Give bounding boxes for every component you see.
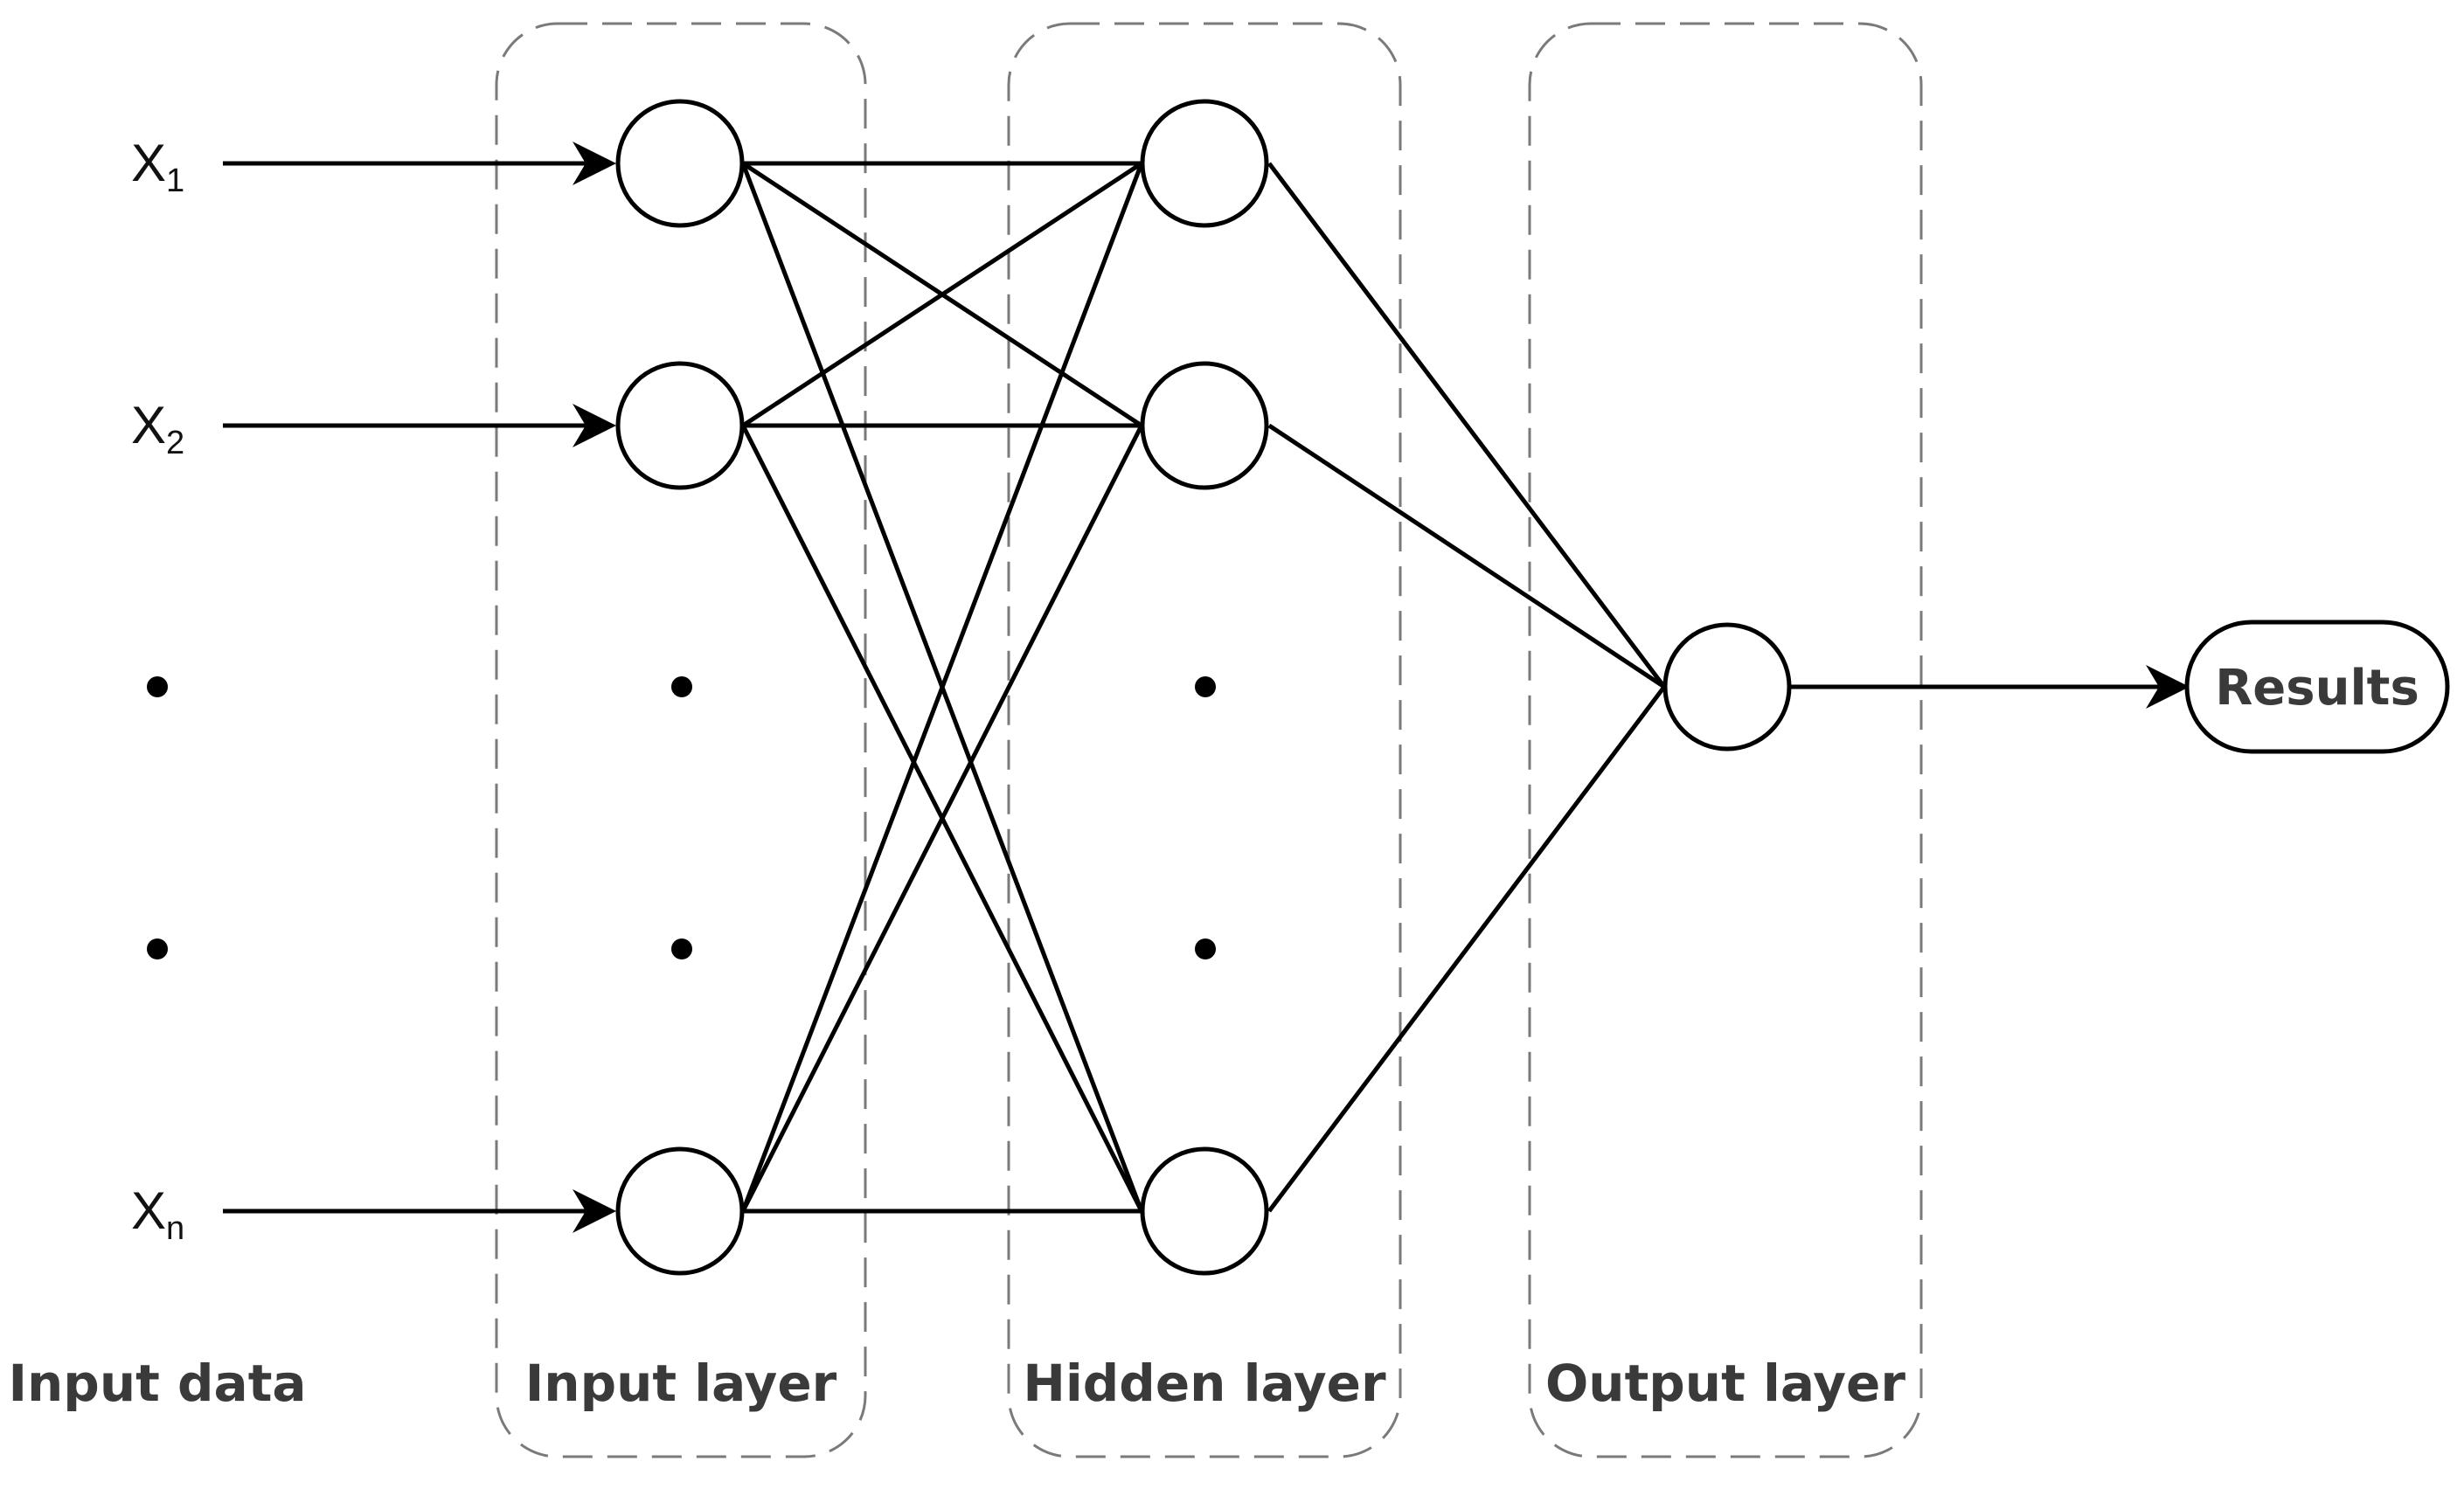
input-label-x2: X2 (131, 396, 184, 461)
section-title-input-data: Input data (8, 1354, 306, 1413)
input-label-x1: X1 (131, 134, 184, 199)
hidden-layer-group (1007, 22, 1402, 1458)
input-neuron (615, 99, 745, 228)
results-box (2184, 620, 2450, 754)
ellipsis-dots (147, 676, 1216, 959)
results-label: Results (2215, 660, 2419, 717)
input-hidden-connections (740, 161, 1144, 1214)
input-arrows (223, 142, 616, 1233)
input-label-xn: Xn (131, 1181, 184, 1247)
hidden-neuron (1140, 99, 1269, 228)
ellipsis-dot (1195, 676, 1216, 697)
input-layer-neurons (615, 99, 745, 1276)
ellipsis-dot (1195, 938, 1216, 959)
output-layer-group (1528, 22, 1923, 1458)
section-title-hidden-layer: Hidden layer (1023, 1354, 1386, 1413)
ellipsis-dot (147, 938, 168, 959)
section-title-output-layer: Output layer (1545, 1354, 1905, 1413)
section-title-input-layer: Input layer (525, 1354, 837, 1413)
ellipsis-dot (671, 676, 692, 697)
ellipsis-dot (147, 676, 168, 697)
hidden-output-connections (1267, 162, 1666, 1213)
input-layer-group (495, 22, 867, 1458)
hidden-layer-neurons (1140, 99, 1269, 1276)
ellipsis-dot (671, 938, 692, 959)
input-neuron (615, 1146, 745, 1276)
output-neuron (1662, 622, 1792, 751)
hidden-neuron (1140, 361, 1269, 490)
input-neuron (615, 361, 745, 490)
hidden-neuron (1140, 1146, 1269, 1276)
